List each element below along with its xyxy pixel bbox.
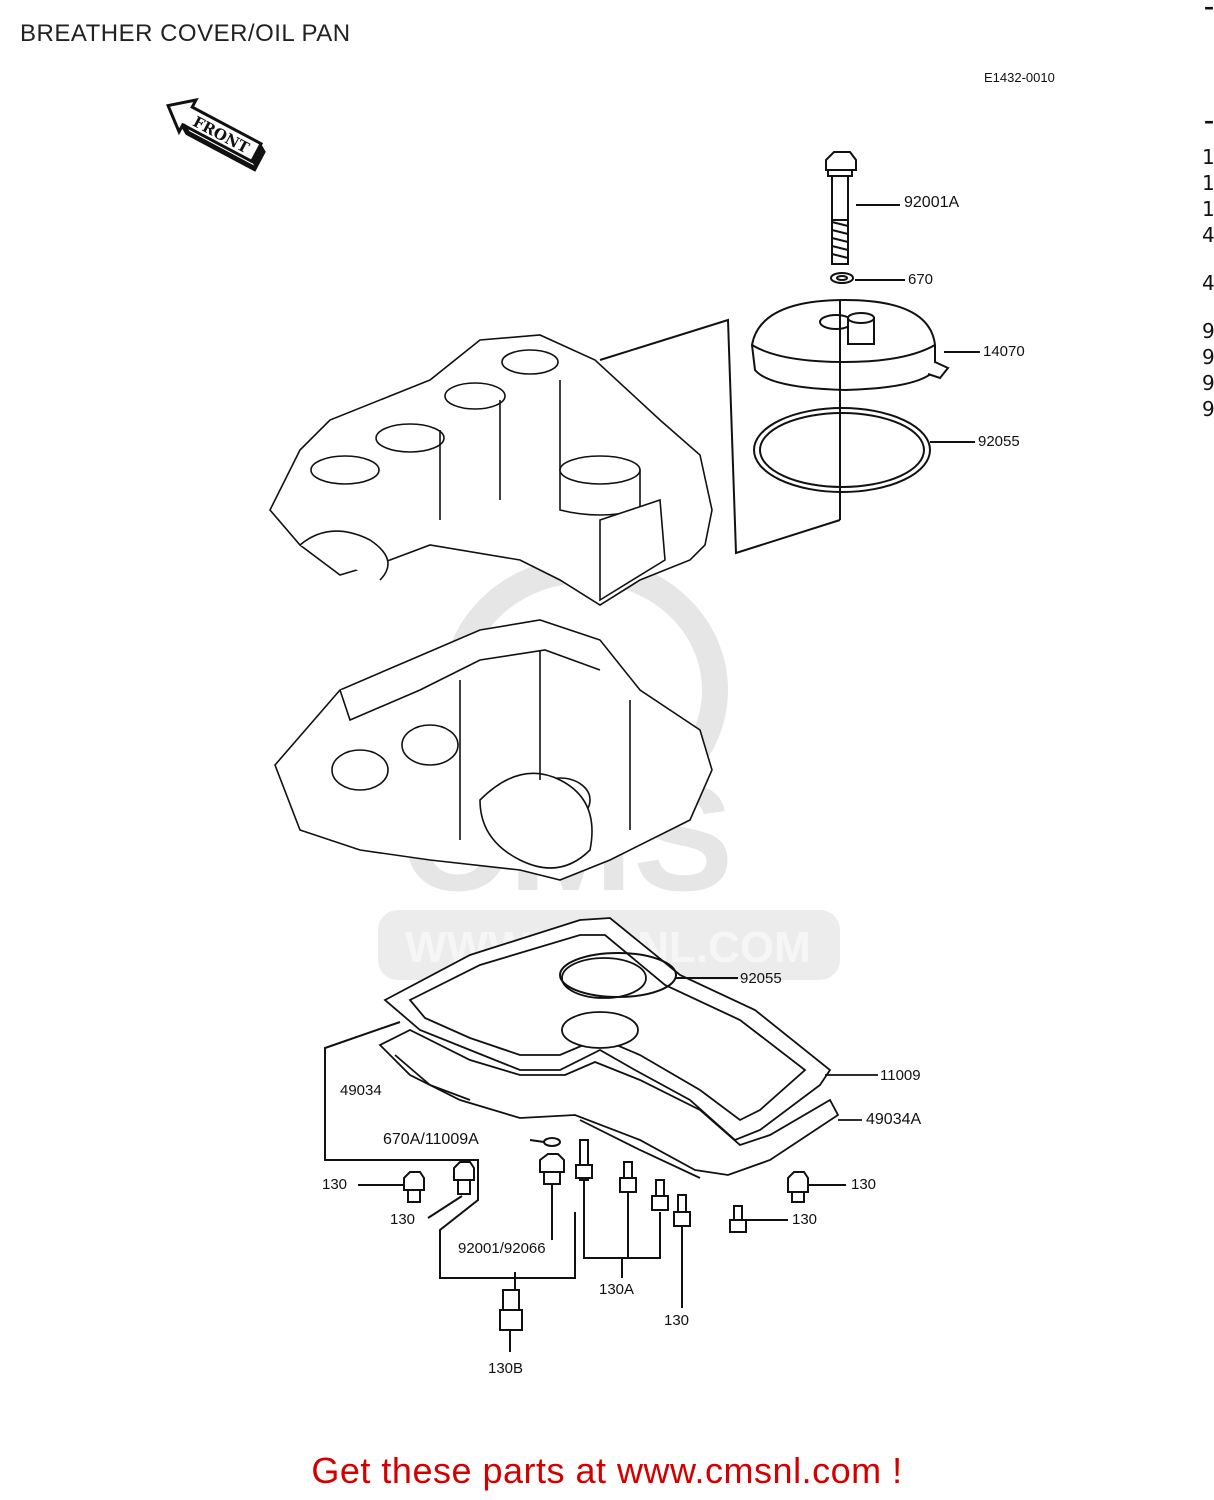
callout-130: 130 <box>322 1176 348 1193</box>
lower-crankcase <box>274 619 713 881</box>
margin-char: 1 <box>1202 145 1214 169</box>
bolt-130 <box>673 1194 691 1308</box>
margin-char: 1 <box>1202 197 1214 221</box>
margin-char: 9 <box>1202 397 1214 421</box>
margin-char: 9 <box>1202 371 1214 395</box>
assembly-leader <box>599 300 841 555</box>
margin-char: 4 <box>1202 223 1214 247</box>
oil-pan-leader-bracket <box>324 1021 576 1279</box>
callout-92055-pan: 92055 <box>740 970 782 987</box>
bolt-130B <box>499 1272 523 1352</box>
bolt-130 <box>427 1161 475 1219</box>
margin-numbers: 1 1 1 4 4 9 9 9 9 <box>1202 144 1214 422</box>
bolt-130 <box>787 1171 846 1203</box>
figure-code: E1432-0010 <box>984 70 1055 85</box>
o-ring-92055-top <box>753 407 975 493</box>
callout-11009: 11009 <box>880 1067 921 1084</box>
callout-49034A: 49034A <box>866 1111 922 1128</box>
upper-crankcase <box>269 334 713 606</box>
margin-dash: – <box>1204 109 1214 133</box>
callout-92001-92066: 92001/92066 <box>458 1240 546 1257</box>
bolt-130 <box>358 1171 425 1203</box>
o-ring-92055-pan <box>559 952 738 998</box>
oil-pan-gasket-11009 <box>383 917 878 1142</box>
callout-130A: 130A <box>599 1281 635 1298</box>
callout-130: 130 <box>792 1211 818 1228</box>
callout-49034: 49034 <box>340 1082 382 1099</box>
right-margin-strip: – – 1 1 1 4 4 9 9 9 9 <box>1198 0 1214 440</box>
washer-670 <box>830 272 905 284</box>
margin-dash: – <box>1204 0 1214 19</box>
margin-char: 1 <box>1202 171 1214 195</box>
promo-link[interactable]: Get these parts at www.cmsnl.com ! <box>311 1450 903 1491</box>
margin-char: 4 <box>1202 271 1214 295</box>
callout-92001A: 92001A <box>904 194 960 211</box>
oil-pan-49034 <box>378 1028 862 1179</box>
callout-670: 670 <box>908 271 934 288</box>
callout-130: 130 <box>851 1176 877 1193</box>
callout-130: 130 <box>390 1211 416 1228</box>
drain-plug-92001 <box>529 1137 565 1240</box>
callout-92055-top: 92055 <box>978 433 1020 450</box>
bolt-130A-group <box>575 1139 669 1278</box>
front-arrow-icon: FRONT <box>165 97 266 172</box>
margin-char: 9 <box>1202 319 1214 343</box>
bolt-92001A <box>825 151 900 265</box>
breather-cover-14070 <box>750 298 980 392</box>
margin-char: 9 <box>1202 345 1214 369</box>
page-title: BREATHER COVER/OIL PAN <box>20 20 351 47</box>
bolt-130 <box>729 1205 788 1233</box>
callout-670A-11009A: 670A/11009A <box>383 1131 479 1148</box>
callout-14070: 14070 <box>983 343 1025 360</box>
callout-130: 130 <box>664 1312 690 1329</box>
callout-130B: 130B <box>488 1360 524 1377</box>
